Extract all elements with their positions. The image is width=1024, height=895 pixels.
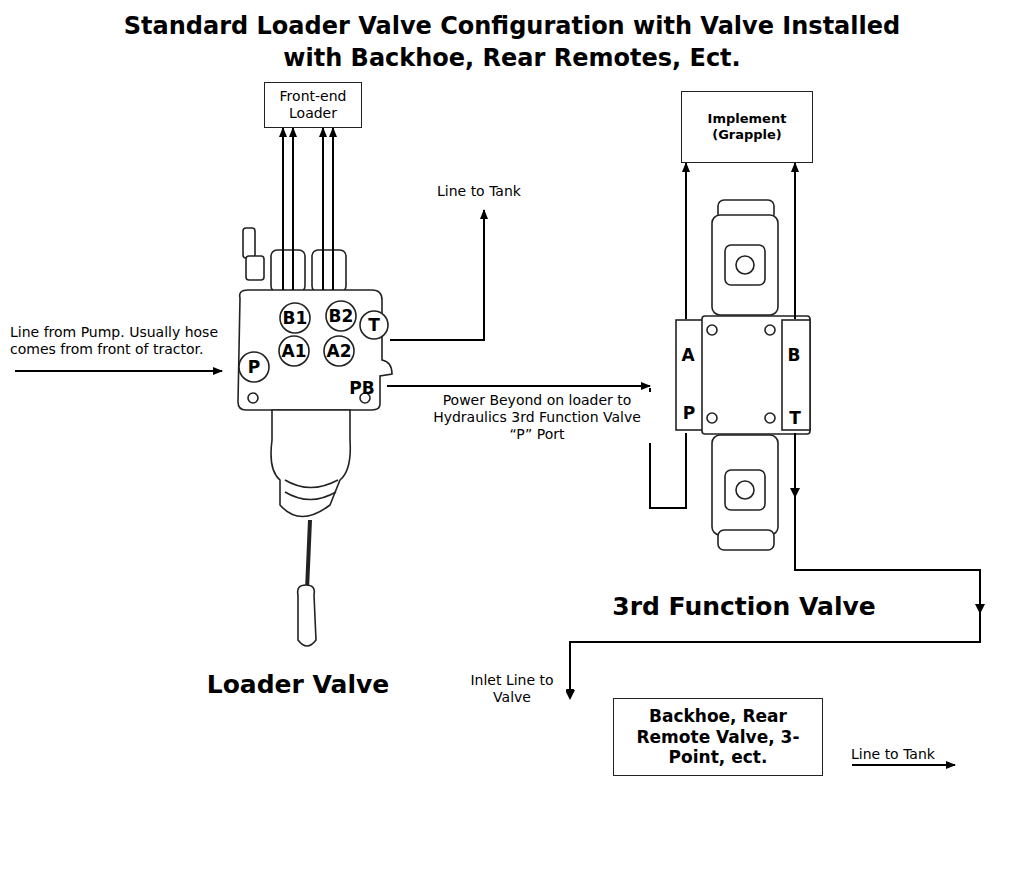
box-text: Backhoe, Rear Remote Valve, 3-Point, ect… [620, 706, 816, 767]
tank-note: Line to Tank [437, 183, 521, 200]
flow-arrowheads [565, 488, 985, 700]
hydraulic-line [332, 128, 334, 290]
backhoe-box: Backhoe, Rear Remote Valve, 3-Point, ect… [613, 698, 823, 776]
box-text: Front-end Loader [271, 88, 355, 122]
port-label: T [368, 315, 380, 335]
box-text: Implement (Grapple) [688, 111, 806, 142]
third-function-valve: 3rd Function Valve [650, 195, 810, 565]
valve-heading: Loader Valve [173, 670, 423, 699]
hydraulic-line [685, 163, 687, 195]
third-function-valve-drawing [676, 200, 810, 550]
valve-heading: 3rd Function Valve [594, 592, 894, 621]
port-label: B1 [283, 308, 308, 328]
loader-valve-drawing [238, 228, 392, 646]
port-label: P [683, 403, 695, 423]
port-label: A [681, 345, 694, 365]
pump-note: Line from Pump. Usually hose comes from … [10, 324, 230, 358]
hydraulic-line [570, 565, 980, 698]
port-label: A2 [327, 341, 352, 361]
port-label: T [789, 408, 801, 428]
hydraulic-line [282, 128, 284, 290]
implement-box: Implement (Grapple) [681, 91, 813, 163]
port-label: B2 [329, 306, 354, 326]
port-label: A1 [282, 341, 307, 361]
port-label: PB [349, 378, 374, 398]
port-label: P [248, 357, 260, 377]
loader-box: Front-end Loader [264, 82, 362, 128]
line-label: Power Beyond on loader to Hydraulics 3rd… [420, 392, 654, 443]
hydraulic-lines [15, 195, 955, 765]
hydraulic-line [292, 128, 294, 290]
tank-note: Line to Tank [851, 746, 935, 763]
line-label: Inlet Line to Valve [458, 672, 566, 706]
hydraulic-line [387, 385, 650, 387]
hydraulic-line [794, 163, 796, 195]
diagram-title: Standard Loader Valve Configuration with… [0, 10, 1024, 74]
port-label: B [788, 345, 801, 365]
hydraulic-line [322, 128, 324, 290]
